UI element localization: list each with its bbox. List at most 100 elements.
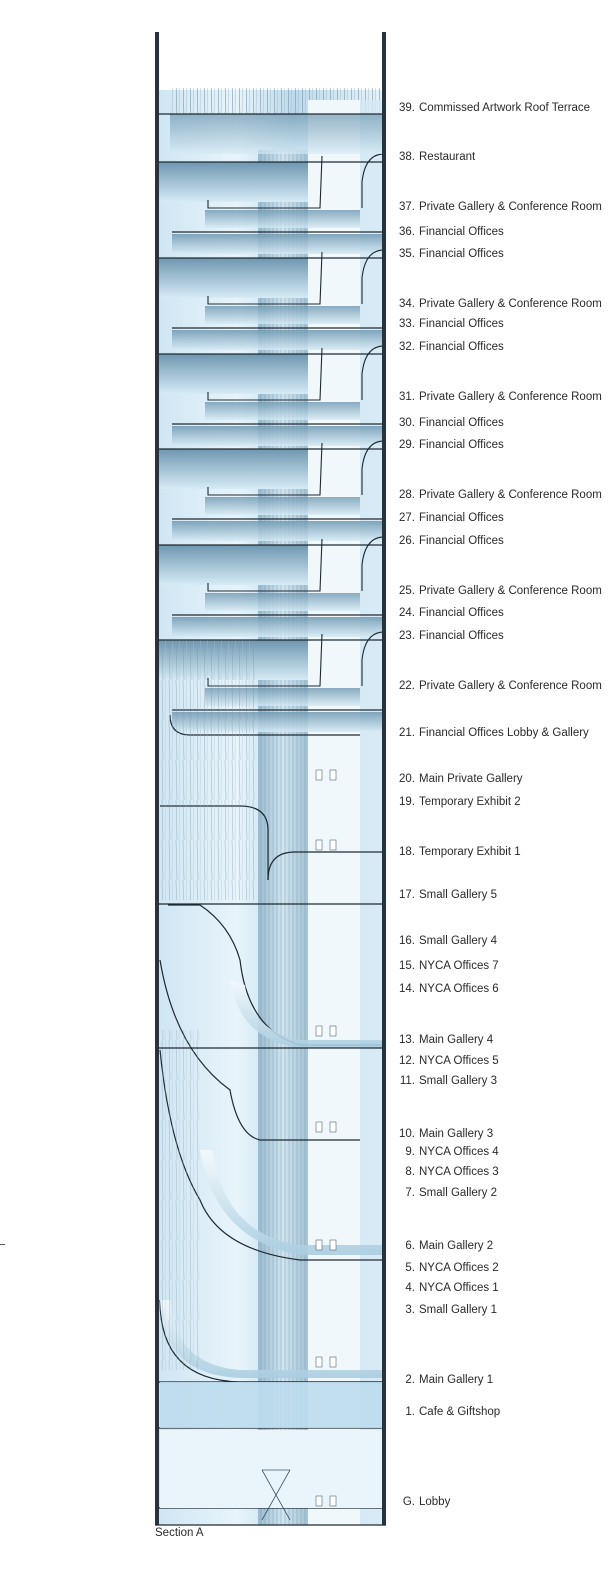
floor-name: Financial Offices <box>419 417 504 429</box>
floor-name: NYCA Offices 2 <box>419 1262 499 1274</box>
floor-name: Main Gallery 1 <box>419 1374 494 1386</box>
floor-name: Financial Offices <box>419 630 504 642</box>
floor-number: 23. <box>399 630 415 642</box>
floor-label: 12.NYCA Offices 5 <box>393 1054 499 1068</box>
floor-number: 28. <box>399 489 415 501</box>
floor-name: Private Gallery & Conference Room <box>419 489 602 501</box>
section-caption: Section A <box>155 1527 204 1539</box>
office-band <box>158 536 385 637</box>
floor-name: NYCA Offices 1 <box>419 1282 499 1294</box>
floor-number: 30. <box>399 417 415 429</box>
floor-name: Lobby <box>419 1496 451 1508</box>
floor-name: Financial Offices <box>419 226 504 238</box>
floor-name: Small Gallery 2 <box>419 1187 497 1199</box>
floor-label: 4. NYCA Offices 1 <box>393 1281 499 1295</box>
floor-number: 37. <box>399 201 415 213</box>
floor-name: Financial Offices Lobby & Gallery <box>419 727 589 739</box>
floor-name: Financial Offices <box>419 535 504 547</box>
floor-name: Financial Offices <box>419 318 504 330</box>
floor-name: Private Gallery & Conference Room <box>419 585 602 597</box>
floor-number: 34. <box>399 298 415 310</box>
floor-number: 14. <box>399 983 415 995</box>
shaft-doors <box>315 769 337 1507</box>
floor-name: Small Gallery 3 <box>419 1075 497 1087</box>
roof-terrace-slab <box>170 114 382 154</box>
office-band <box>158 153 385 254</box>
floor-label: 28. Private Gallery & Conference Room <box>393 488 602 502</box>
floor-label: 9.NYCA Offices 4 <box>393 1145 498 1159</box>
floor-label: 26. Financial Offices <box>393 534 504 548</box>
upper-floor-bands <box>158 113 385 732</box>
floor-number: 8. <box>405 1166 415 1178</box>
floor-number: 17. <box>399 889 415 901</box>
door <box>329 1356 337 1368</box>
floor-label: 7. Small Gallery 2 <box>393 1186 497 1200</box>
floor-name: NYCA Offices 6 <box>419 983 499 995</box>
lobby-volume <box>160 1430 382 1508</box>
floor-name: Private Gallery & Conference Room <box>419 391 602 403</box>
floor-number: 6. <box>405 1240 415 1252</box>
floor-label: 16. Small Gallery 4 <box>393 934 497 948</box>
floor-label: 37.Private Gallery & Conference Room <box>393 200 602 214</box>
floor-label: 8.NYCA Offices 3 <box>393 1165 498 1179</box>
floor-number: 32. <box>399 341 415 353</box>
door <box>315 1495 323 1507</box>
floor-number: 31. <box>399 391 415 403</box>
floor-name: Restaurant <box>419 151 476 163</box>
door <box>329 839 337 851</box>
floor-number: 24. <box>399 607 415 619</box>
floor-label: 21.Financial Offices Lobby & Gallery <box>393 726 589 740</box>
door <box>329 1121 337 1133</box>
floor-name: Small Gallery 5 <box>419 889 497 901</box>
floor-name: Financial Offices <box>419 341 504 353</box>
cafe-volume <box>160 1382 382 1428</box>
floor-number: 13. <box>399 1034 415 1046</box>
floor-label: 31. Private Gallery & Conference Room <box>393 390 602 404</box>
floor-label: 11. Small Gallery 3 <box>393 1074 497 1088</box>
floor-name: Financial Offices <box>419 607 504 619</box>
floor-number: 2. <box>405 1374 415 1386</box>
floor-label: 30. Financial Offices <box>393 416 504 430</box>
floor-name: Temporary Exhibit 1 <box>419 846 521 858</box>
door <box>315 1356 323 1368</box>
floor-label: 36.Financial Offices <box>393 225 504 239</box>
floor-name: Financial Offices <box>419 439 504 451</box>
floor-label: 18.Temporary Exhibit 1 <box>393 845 521 859</box>
floor-number: 26. <box>399 535 415 547</box>
floor-number: 11. <box>399 1075 415 1087</box>
floor-number: 16. <box>399 935 415 947</box>
west-wall <box>155 32 159 1525</box>
floor-number: 22. <box>399 680 415 692</box>
floor-label: 2. Main Gallery 1 <box>393 1373 493 1387</box>
floor-label: 10.Main Gallery 3 <box>393 1127 493 1141</box>
door <box>315 1239 323 1251</box>
floor-name: Main Private Gallery <box>419 773 523 785</box>
floor-number: G. <box>402 1496 415 1508</box>
floor-label: 35.Financial Offices <box>393 247 504 261</box>
floor-number: 39. <box>399 102 415 114</box>
floor-number: 10. <box>399 1128 415 1140</box>
floor-number: 38. <box>399 151 415 163</box>
floor-label: 32. Financial Offices <box>393 340 504 354</box>
floor-name: Small Gallery 1 <box>419 1304 497 1316</box>
floor-label: 33.Financial Offices <box>393 317 504 331</box>
floor-number: 29. <box>399 439 415 451</box>
office-band <box>158 249 385 350</box>
door <box>329 1239 337 1251</box>
floor-number: 5. <box>405 1262 415 1274</box>
floor-number: 20. <box>399 773 415 785</box>
floor-number: 7. <box>405 1187 415 1199</box>
door <box>329 1495 337 1507</box>
floor-number: 4. <box>405 1282 415 1294</box>
floor-label: 23. Financial Offices <box>393 629 504 643</box>
floor-name: Small Gallery 4 <box>419 935 497 947</box>
floor-label: 27.Financial Offices <box>393 511 504 525</box>
floor-label: 39.Commissed Artwork Roof Terrace <box>393 101 590 115</box>
floor-label: 25.Private Gallery & Conference Room <box>393 584 602 598</box>
floor-number: 12. <box>399 1055 415 1067</box>
floor-label: 34.Private Gallery & Conference Room <box>393 297 602 311</box>
floor-name: Financial Offices <box>419 512 504 524</box>
door <box>315 769 323 781</box>
floor-name: Temporary Exhibit 2 <box>419 796 521 808</box>
